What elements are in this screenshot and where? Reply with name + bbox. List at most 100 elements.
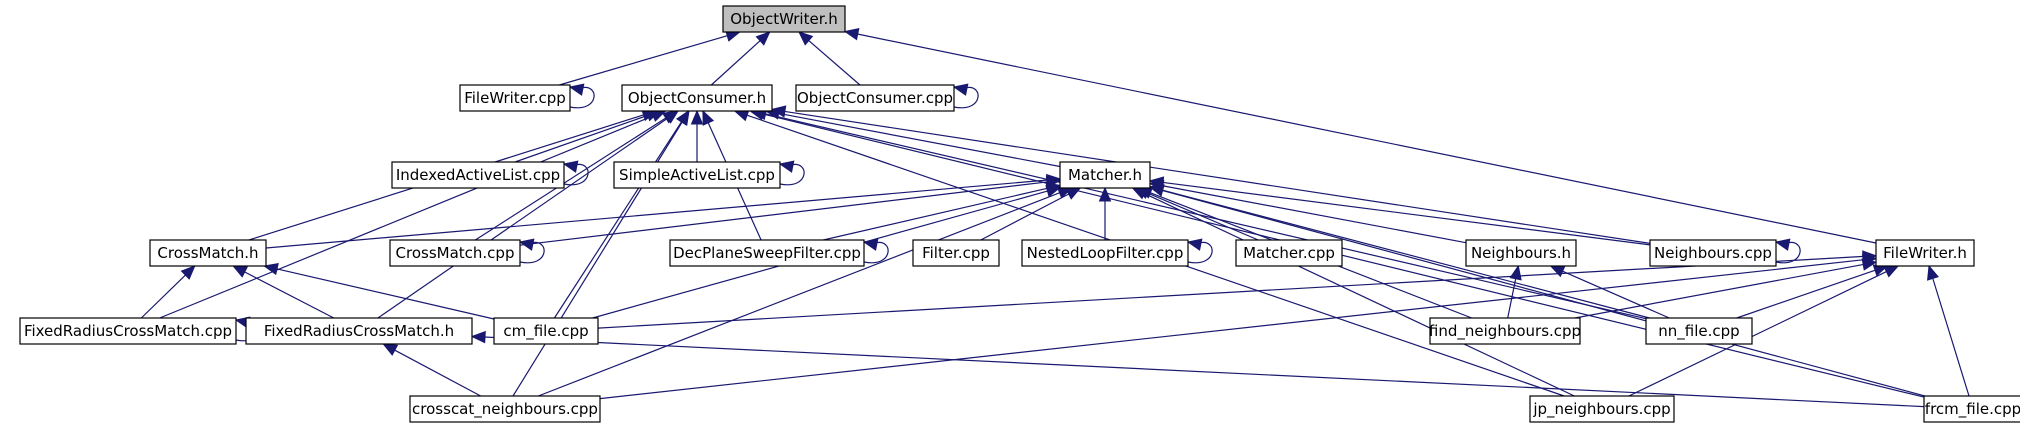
edge-filewriter_cpp-to-objectwriter_h [559,34,729,86]
self-loop-arrowhead-objectconsumer_cpp [952,83,969,96]
node-box [1923,395,2020,423]
arrowhead-frcm_file_cpp-to-filewriter_h [1927,264,1939,281]
self-loop-edge-neighbours_cpp [1775,241,1801,264]
edge-crosscat_neighbours_cpp-to-filewriter_h [599,259,1865,400]
node-simpleactivelist-cpp[interactable]: SimpleActiveList.cpp [613,161,781,189]
edge-frcm_file_cpp-to-filewriter_h [1931,277,1970,397]
edge-jp_neighbours_cpp-to-filewriter_h [1628,270,1888,397]
node-fixedradiuscrossmatch-h[interactable]: FixedRadiusCrossMatch.h [245,317,473,345]
node-objectconsumer-h[interactable]: ObjectConsumer.h [621,84,773,112]
arrowhead-crosscat_neighbours_cpp-to-objectconsumer_h [676,109,690,126]
node-box [1649,239,1777,267]
node-label: ObjectConsumer.h [628,89,766,107]
node-box [409,395,601,423]
node-box [1465,239,1577,267]
arrowhead-fixedradiuscrossmatch_h-to-objectconsumer_h [663,110,680,124]
node-label: FileWriter.h [1883,244,1967,262]
node-label: NestedLoopFilter.cpp [1027,244,1184,262]
node-jp-neighbours-cpp[interactable]: jp_neighbours.cpp [1529,395,1675,423]
edge-indexedactivelist_cpp-to-objectconsumer_h [514,114,649,163]
arrowhead-objectconsumer_cpp-to-objectwriter_h [798,31,814,46]
arrowhead-decplanesweepfilter_cpp-to-objectconsumer_h [702,109,715,126]
arrowhead-frcm_file_cpp-to-fixedradiuscrossmatch_h [470,330,486,344]
node-cm-file-cpp[interactable]: cm_file.cpp [493,317,599,345]
node-objectconsumer-cpp[interactable]: ObjectConsumer.cpp [795,84,955,112]
edge-matcher_cpp-to-matcher_h [1146,192,1259,241]
node-label: Neighbours.cpp [1654,244,1772,262]
self-loop-arrowhead-crossmatch_cpp [518,238,535,251]
node-label: FileWriter.cpp [464,89,566,107]
node-filewriter-cpp[interactable]: FileWriter.cpp [459,84,571,112]
self-loop-arrowhead-filewriter_cpp [568,83,585,96]
edge-fixedradiuscrossmatch_h-to-objectconsumer_h [377,117,669,319]
node-box [389,239,521,267]
edges-layer [140,28,1970,408]
node-filewriter-h[interactable]: FileWriter.h [1875,239,1975,267]
node-box [149,239,267,267]
node-label: Matcher.h [1068,166,1142,184]
node-label: Neighbours.h [1471,244,1571,262]
node-label: jp_neighbours.cpp [1532,400,1670,419]
node-box [1529,395,1675,423]
self-loop-arrowhead-simpleactivelist_cpp [778,160,795,173]
node-box [493,317,599,345]
node-nestedloopfilter-cpp[interactable]: NestedLoopFilter.cpp [1021,239,1189,267]
arrowhead-objectconsumer_h-to-objectwriter_h [755,31,771,46]
edge-find_neighbours_cpp-to-filewriter_h [1574,263,1865,319]
arrowhead-crosscat_neighbours_cpp-to-filewriter_h [1861,253,1878,267]
node-matcher-cpp[interactable]: Matcher.cpp [1235,239,1343,267]
self-loop-arrowhead-nestedloopfilter_cpp [1186,238,1203,251]
node-filter-cpp[interactable]: Filter.cpp [912,239,1000,267]
edge-matcher_h-to-objectconsumer_h [777,112,1061,168]
node-matcher-h[interactable]: Matcher.h [1059,161,1151,189]
node-find-neighbours-cpp[interactable]: find_neighbours.cpp [1429,317,1581,345]
node-box [621,84,773,112]
arrowhead-neighbours_cpp-to-objectconsumer_h [770,105,787,118]
node-label: Matcher.cpp [1243,244,1335,262]
node-box [1875,239,1975,267]
edge-decplanesweepfilter_cpp-to-matcher_h [823,187,1049,241]
self-loop-edge-crossmatch_cpp [519,241,545,264]
node-fixedradiuscrossmatch-cpp[interactable]: FixedRadiusCrossMatch.cpp [19,317,237,345]
node-crossmatch-cpp[interactable]: CrossMatch.cpp [389,239,521,267]
node-frcm-file-cpp[interactable]: frcm_file.cpp [1923,395,2020,423]
edge-filewriter_h-to-objectwriter_h [856,33,1877,244]
node-decplanesweepfilter-cpp[interactable]: DecPlaneSweepFilter.cpp [669,239,865,267]
arrowhead-fixedradiuscrossmatch_h-to-crossmatch_h [232,265,248,278]
arrowhead-filewriter_h-to-objectwriter_h [843,28,860,41]
edge-cm_file_cpp-to-filewriter_h [597,255,1865,329]
node-indexedactivelist-cpp[interactable]: IndexedActiveList.cpp [391,161,565,189]
arrowhead-jp_neighbours_cpp-to-filewriter_h [1883,265,1900,278]
arrowhead-frcm_file_cpp-to-matcher_h [1148,184,1165,197]
self-loop-edge-decplanesweepfilter_cpp [863,241,889,264]
edge-neighbours_h-to-matcher_h [1161,185,1467,244]
edge-fixedradiuscrossmatch_cpp-to-crossmatch_h [140,273,187,319]
arrowhead-fixedradiuscrossmatch_cpp-to-crossmatch_h [180,265,196,280]
node-neighbours-cpp[interactable]: Neighbours.cpp [1649,239,1777,267]
node-label: SimpleActiveList.cpp [619,166,775,184]
edge-neighbours_cpp-to-matcher_h [1161,181,1651,246]
node-box [795,84,955,112]
node-box [1429,317,1581,345]
node-crosscat-neighbours-cpp[interactable]: crosscat_neighbours.cpp [409,395,601,423]
node-box [19,317,237,345]
arrowhead-cm_file_cpp-to-matcher_h [1045,185,1062,198]
edge-crossmatch_cpp-to-objectconsumer_h [474,116,667,241]
arrowhead-nestedloopfilter_cpp-to-matcher_h [1098,186,1112,202]
node-box [1021,239,1189,267]
node-crossmatch-h[interactable]: CrossMatch.h [149,239,267,267]
node-label: frcm_file.cpp [1925,400,2020,419]
edge-crosscat_neighbours_cpp-to-matcher_h [538,191,1061,397]
node-nn-file-cpp[interactable]: nn_file.cpp [1645,317,1753,345]
edge-neighbours_cpp-to-objectconsumer_h [783,110,1651,244]
node-box [669,239,865,267]
edge-objectconsumer_h-to-objectwriter_h [710,39,762,86]
node-objectwriter-h[interactable]: ObjectWriter.h [722,5,846,33]
node-label: FixedRadiusCrossMatch.h [264,322,454,340]
self-loop-edge-nestedloopfilter_cpp [1187,241,1213,264]
node-label: ObjectConsumer.cpp [797,89,953,107]
node-box [912,239,1000,267]
node-neighbours-h[interactable]: Neighbours.h [1465,239,1577,267]
node-box [1235,239,1343,267]
